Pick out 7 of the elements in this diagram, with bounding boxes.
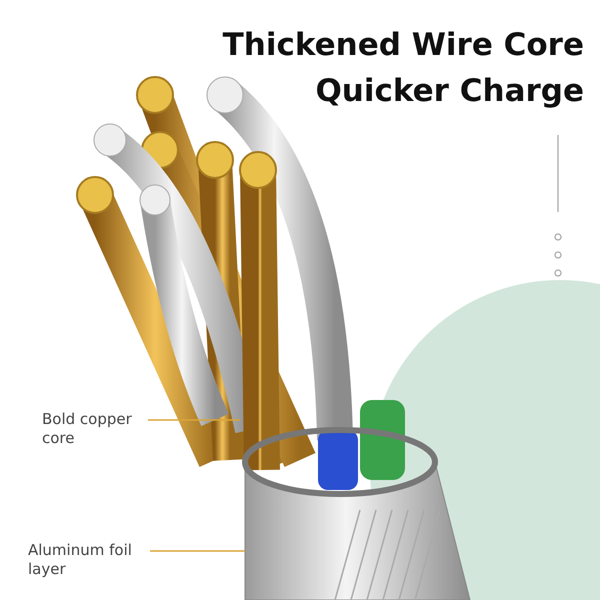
callout-label: Aluminum foil layer xyxy=(28,541,148,579)
title: Thickened Wire Core Quicker Charge xyxy=(222,26,584,111)
copper-core-drawing xyxy=(239,151,280,470)
leader-line xyxy=(148,419,240,421)
callout-label: Bold copper core xyxy=(42,410,146,448)
leader-line xyxy=(150,550,245,552)
cable-ferrule-drawing xyxy=(242,427,470,600)
